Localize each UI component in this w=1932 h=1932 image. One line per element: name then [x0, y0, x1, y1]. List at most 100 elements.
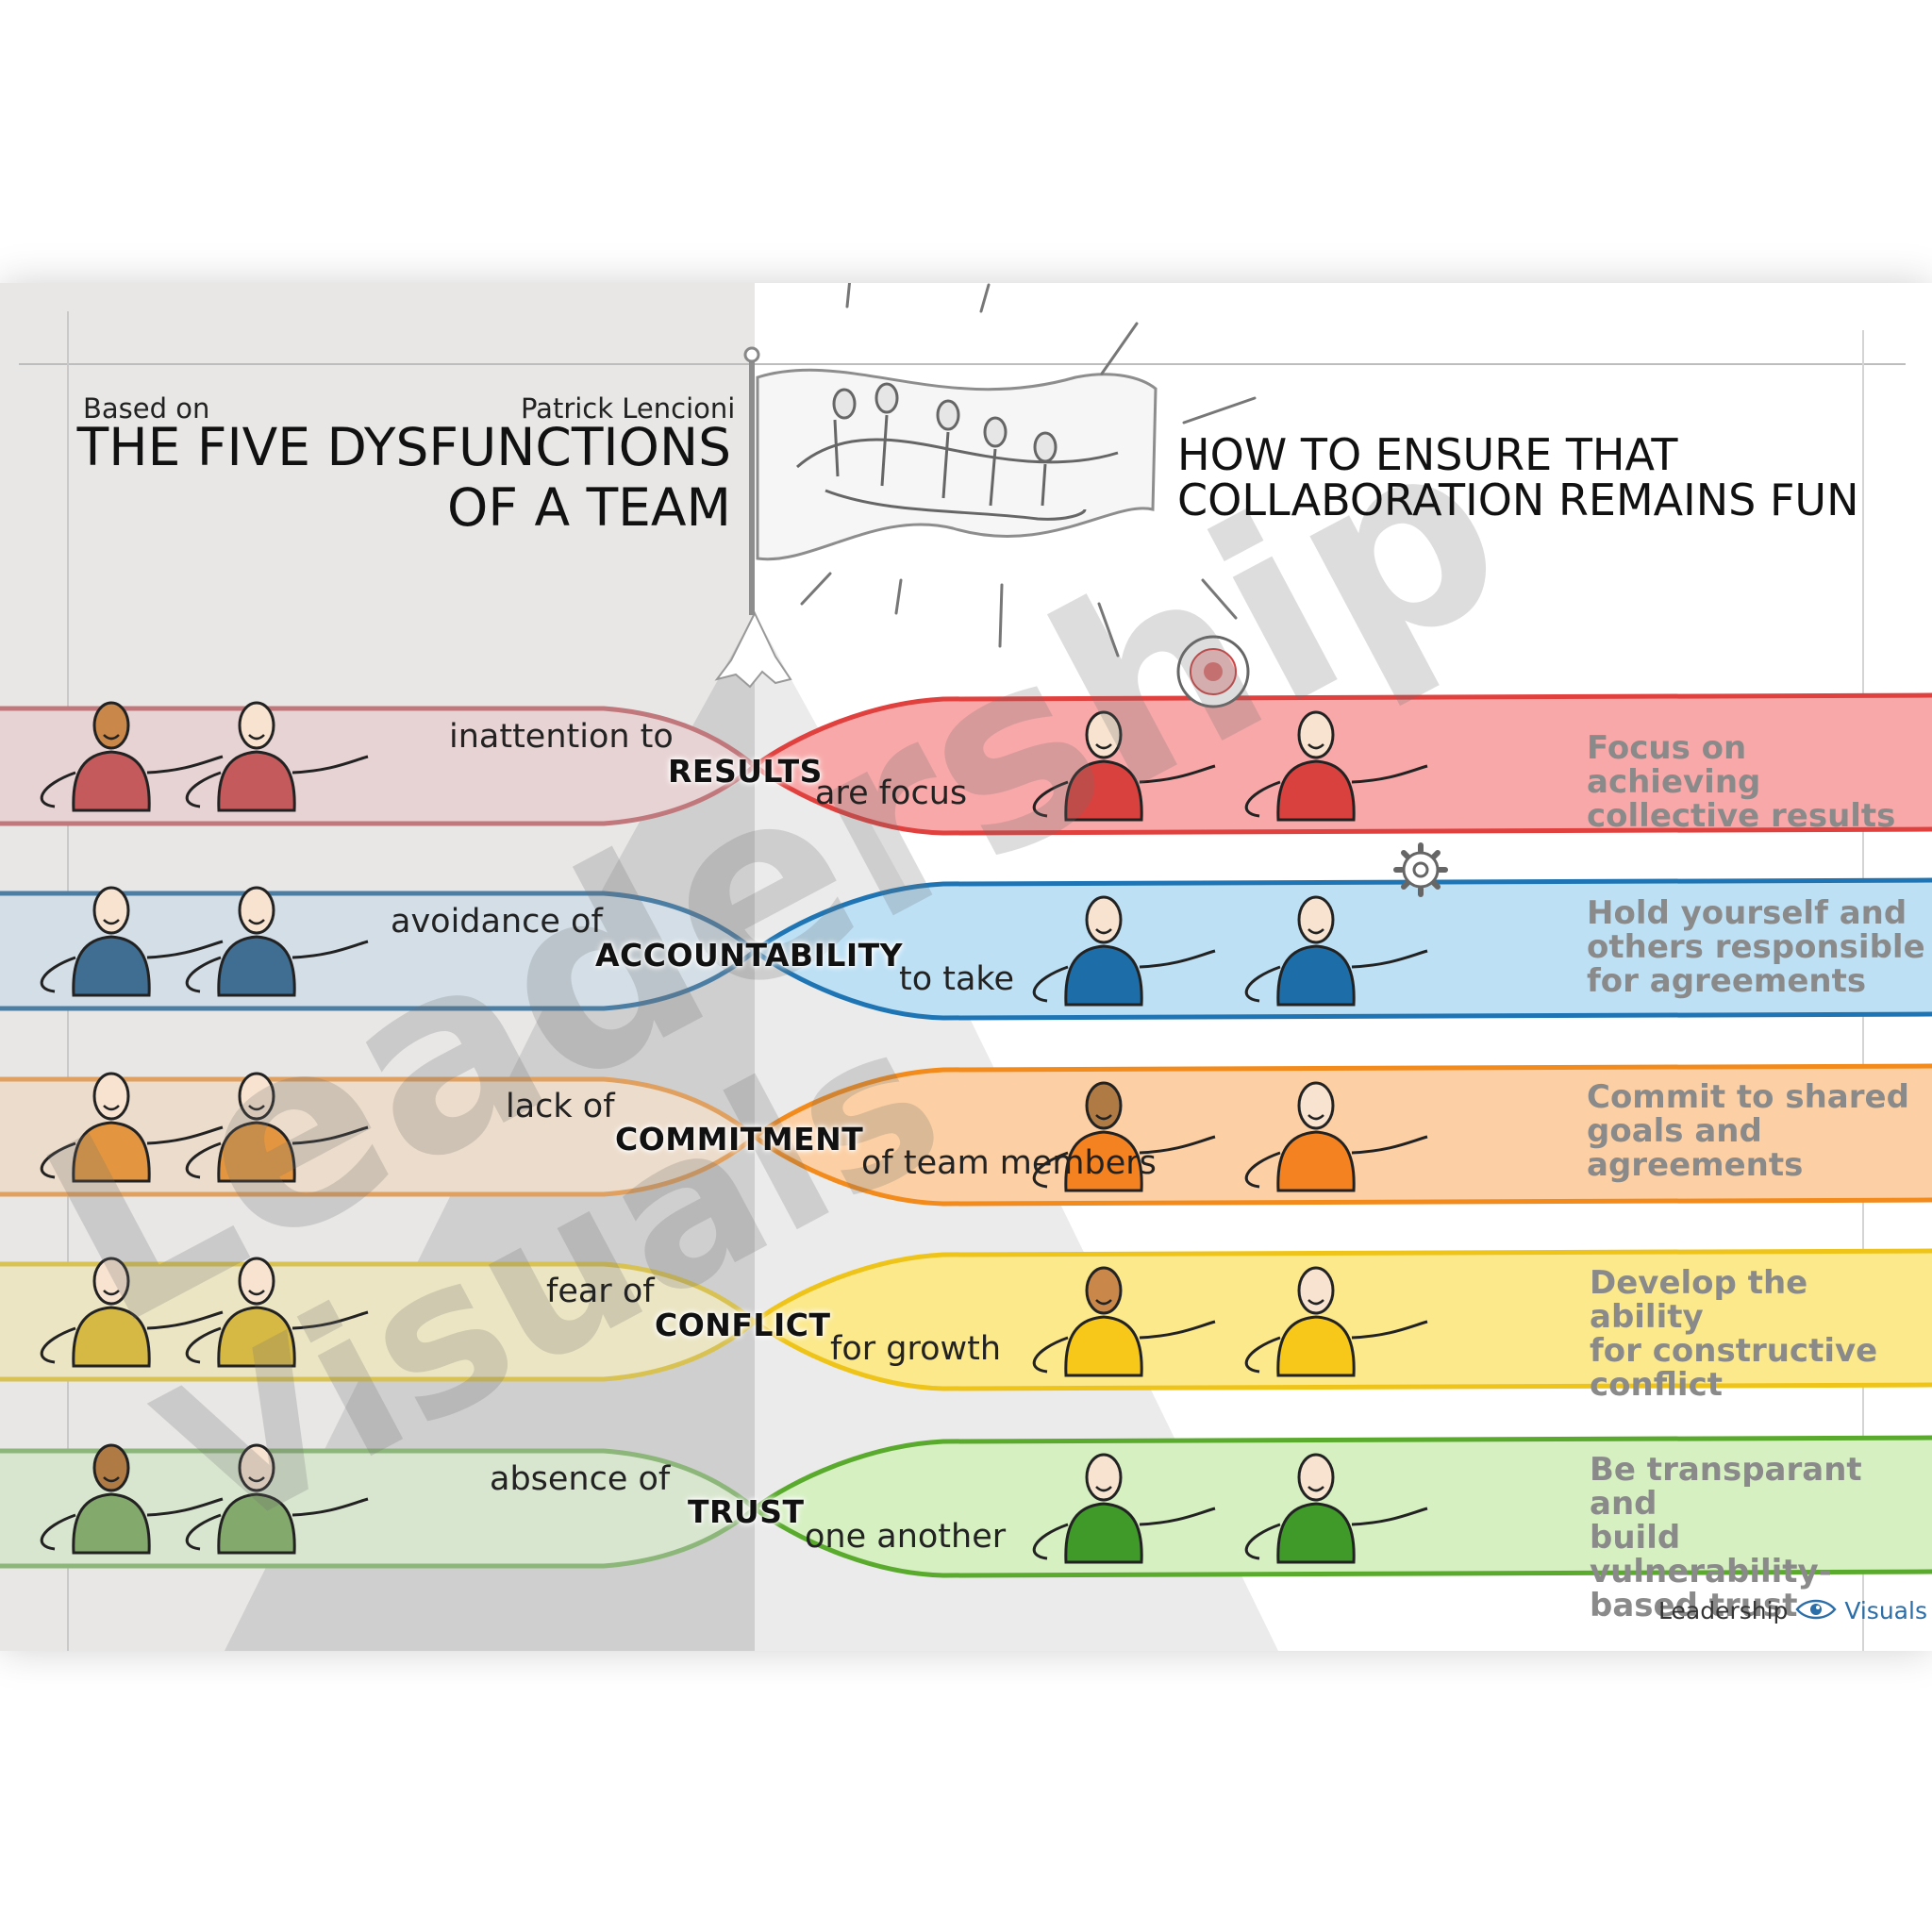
- trust-action-line-1: Be transparant and: [1590, 1451, 1862, 1523]
- conflict-right-ribbon: [750, 1248, 1932, 1391]
- conflict-left-figure-2-arm-right: [291, 1310, 369, 1330]
- trust-left-figure-1-arm-right: [146, 1497, 224, 1517]
- commitment-right-figure-2-arm-left: [1244, 1151, 1281, 1189]
- commitment-left-figure-2-head: [238, 1072, 275, 1121]
- trust-left-figure-1-head: [92, 1443, 130, 1492]
- commitment-right-phrase: of team members: [861, 1144, 1157, 1182]
- trust-right-figure-2-arm-right: [1351, 1507, 1428, 1526]
- commitment-right-figure-2-body: [1276, 1130, 1356, 1192]
- conflict-left-figure-2-body: [217, 1306, 296, 1368]
- author-name: Patrick Lencioni: [521, 392, 736, 425]
- results-left-figure-1-mouth: [103, 734, 120, 741]
- accountability-right-ribbon: [750, 877, 1932, 1021]
- trust-left-figure-2-head: [238, 1443, 275, 1492]
- title-line-2: OF A TEAM: [447, 477, 731, 538]
- conflict-action-line-3: conflict: [1590, 1366, 1723, 1404]
- trust-right-figure-2-head: [1297, 1453, 1335, 1502]
- conflict-action-line-2: for constructive: [1590, 1332, 1878, 1370]
- accountability-left-figure-2-arm-left: [185, 956, 222, 993]
- title-line-1: THE FIVE DYSFUNCTIONS: [76, 417, 731, 477]
- results-left-figure-2-body: [217, 750, 296, 812]
- commitment-left-figure-1-arm-left: [40, 1141, 76, 1179]
- trust-right-figure-2-arm-left: [1244, 1523, 1281, 1560]
- accountability-right-figure-1-body: [1064, 944, 1143, 1007]
- results-left-figure-1-body: [72, 750, 151, 812]
- commitment-left-figure-2-arm-right: [291, 1125, 369, 1145]
- conflict-left-figure-1-arm-right: [146, 1310, 224, 1330]
- commitment-left-figure-1-head: [92, 1072, 130, 1121]
- conflict-right-figure-1-body: [1064, 1315, 1143, 1377]
- poster-artwork: Leadership Visuals: [0, 283, 1932, 1651]
- conflict-right-figure-2-arm-right: [1351, 1320, 1428, 1340]
- results-right-figure-2-arm-left: [1244, 780, 1281, 818]
- trust-left-figure-2-body: [217, 1492, 296, 1555]
- accountability-left-figure-1-body: [72, 935, 151, 997]
- commitment-left-figure-1-body: [72, 1121, 151, 1183]
- conflict-left-figure-1-arm-left: [40, 1326, 76, 1364]
- accountability-left-figure-2-body: [217, 935, 296, 997]
- accountability-phrase: avoidance of: [391, 903, 603, 941]
- right-title-line-1: HOW TO ENSURE THAT: [1177, 429, 1678, 480]
- accountability-action: Hold yourself and others responsible for…: [1587, 896, 1926, 998]
- accountability-left-figure-2-head: [238, 886, 275, 935]
- conflict-right-figure-1-mouth: [1095, 1299, 1112, 1306]
- commitment-right-ribbon: [750, 1063, 1932, 1207]
- accountability-right-figure-1-head: [1085, 895, 1123, 944]
- right-title: HOW TO ENSURE THAT COLLABORATION REMAINS…: [1177, 432, 1932, 523]
- commitment-right-figure-2-arm-right: [1351, 1135, 1428, 1155]
- results-right-figure-2-arm-right: [1351, 764, 1428, 784]
- accountability-left-figure-1-arm-left: [40, 956, 76, 993]
- conflict-right-figure-1-head: [1085, 1266, 1123, 1315]
- leadership-visuals-logo: Leadership Visuals: [1658, 1597, 1927, 1626]
- results-left-figure-2-head: [238, 701, 275, 750]
- based-on-label: Based on: [83, 392, 210, 425]
- conflict-phrase: fear of: [546, 1273, 655, 1310]
- trust-left-figure-2-arm-left: [185, 1513, 222, 1551]
- conflict-right-figure-1-arm-left: [1032, 1336, 1069, 1374]
- trust-left-figure-2-arm-right: [291, 1497, 369, 1517]
- logo-text-visuals: Visuals: [1844, 1597, 1927, 1624]
- accountability-right-figure-1-arm-left: [1032, 965, 1069, 1003]
- commitment-action-line-2: goals and: [1587, 1112, 1762, 1150]
- mountain-snowcap: [714, 610, 792, 689]
- trust-right-figure-1-body: [1064, 1502, 1143, 1564]
- commitment-right-figure-1-body: [1064, 1130, 1143, 1192]
- accountability-right-figure-2-head: [1297, 895, 1335, 944]
- commitment-right-figure-1-arm-left: [1032, 1151, 1069, 1189]
- conflict-right-phrase: for growth: [830, 1330, 1002, 1368]
- commitment-right-figure-1-arm-right: [1139, 1135, 1216, 1155]
- trust-right-figure-1-mouth: [1095, 1486, 1112, 1492]
- results-left-figure-1-arm-left: [40, 771, 76, 808]
- conflict-keyword: CONFLICT: [655, 1307, 831, 1343]
- commitment-action: Commit to shared goals and agreements: [1587, 1080, 1926, 1182]
- trust-right-figure-2-mouth: [1307, 1486, 1324, 1492]
- flag-cloth: [756, 368, 1158, 561]
- trust-right-ribbon: [750, 1435, 1932, 1578]
- conflict-left-figure-1-head: [92, 1257, 130, 1306]
- trust-left-figure-1-body: [72, 1492, 151, 1555]
- conflict-right-figure-2-mouth: [1307, 1299, 1324, 1306]
- commitment-left-figure-1-arm-right: [146, 1125, 224, 1145]
- accountability-right-figure-1-arm-right: [1139, 949, 1216, 969]
- trust-keyword: TRUST: [688, 1493, 805, 1530]
- logo-text-leadership: Leadership: [1658, 1597, 1789, 1624]
- gear-icon: [1393, 842, 1448, 897]
- conflict-left-figure-1-body: [72, 1306, 151, 1368]
- results-right-ribbon: [750, 692, 1932, 836]
- commitment-keyword: COMMITMENT: [615, 1121, 864, 1158]
- commitment-left-figure-2-arm-left: [185, 1141, 222, 1179]
- results-left-figure-2-arm-right: [291, 755, 369, 774]
- conflict-left-figure-2-arm-left: [185, 1326, 222, 1364]
- results-right-phrase: are focus: [815, 774, 968, 812]
- results-action-line-2: collective results: [1587, 797, 1896, 835]
- trust-phrase: absence of: [490, 1460, 671, 1498]
- results-left-figure-2-mouth: [248, 734, 265, 741]
- eye-icon: [1795, 1598, 1837, 1626]
- conflict-action: Develop the ability for constructive con…: [1590, 1266, 1929, 1402]
- target-icon: [1176, 635, 1250, 708]
- conflict-right-figure-2-body: [1276, 1315, 1356, 1377]
- commitment-action-line-1: Commit to shared: [1587, 1078, 1909, 1116]
- results-left-figure-1-head: [92, 701, 130, 750]
- results-keyword: RESULTS: [668, 753, 823, 790]
- accountability-left-figure-1-mouth: [103, 919, 120, 925]
